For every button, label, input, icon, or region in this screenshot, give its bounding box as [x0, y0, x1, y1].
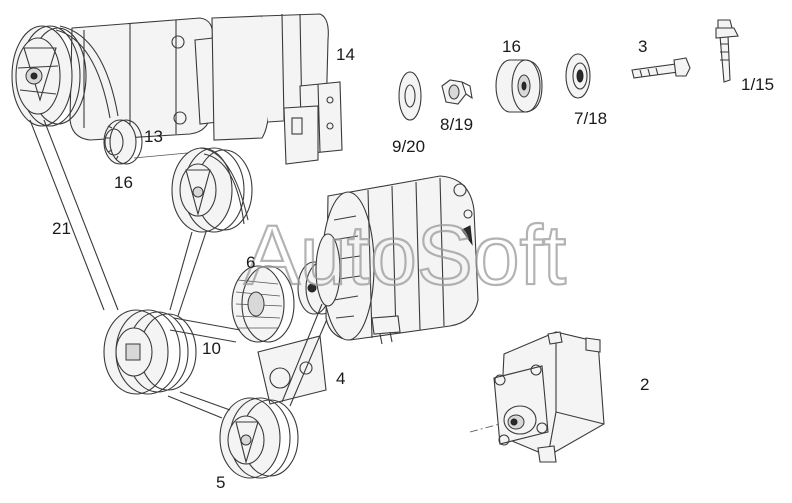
upper-pulley: [171, 147, 253, 233]
idler-pulley-13: [103, 119, 199, 165]
steering-pump-2: [469, 331, 605, 463]
label-4: 4: [336, 369, 345, 388]
bolt-1-15: [715, 19, 739, 83]
crank-pulley-10: [103, 309, 197, 395]
washer-7-18: [565, 53, 591, 99]
label-5: 5: [216, 473, 225, 492]
label-16-left: 16: [114, 173, 133, 192]
label-21: 21: [52, 219, 71, 238]
label-13: 13: [144, 127, 163, 146]
drive-belt-21: [29, 25, 331, 419]
label-1-15: 1/15: [741, 75, 774, 94]
label-16-top: 16: [502, 37, 521, 56]
label-10: 10: [202, 339, 221, 358]
label-3: 3: [638, 37, 647, 56]
compressor-pulley: [11, 25, 87, 127]
ac-compressor: [69, 17, 237, 141]
watermark-text: AutoSoft: [244, 208, 566, 302]
label-8-19: 8/19: [440, 115, 473, 134]
washer-9-20: [398, 71, 422, 121]
label-14: 14: [336, 45, 355, 64]
label-7-18: 7/18: [574, 109, 607, 128]
label-2: 2: [640, 375, 649, 394]
bracket-14: [211, 13, 343, 165]
label-6: 6: [246, 253, 255, 272]
pulley-5: [219, 397, 299, 479]
pulley-16-small: [495, 59, 543, 113]
nut-8-19: [441, 79, 473, 105]
label-9-20: 9/20: [392, 137, 425, 156]
tensioner-pulley-6: [231, 265, 295, 343]
alternator: [315, 175, 479, 345]
bolt-3: [631, 57, 691, 79]
